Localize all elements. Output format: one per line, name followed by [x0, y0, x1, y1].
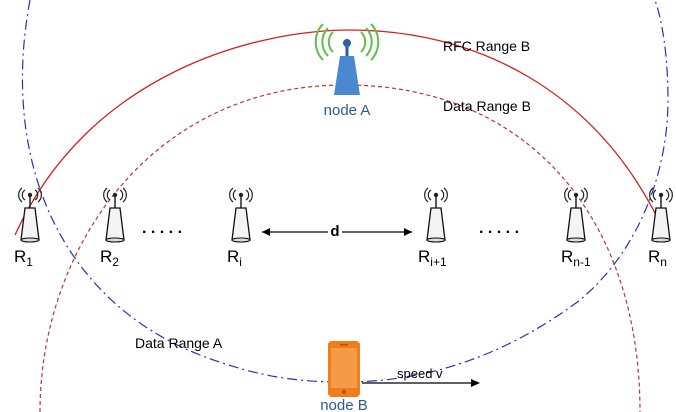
- relay-4-icon: [424, 187, 448, 243]
- relay-6-icon: [649, 187, 673, 243]
- speed-arrow: [362, 379, 480, 387]
- node-a-tower-icon: [314, 23, 380, 95]
- relay-4-label: Ri+1: [418, 247, 447, 269]
- rfc-range-b-arc: [14, 29, 669, 241]
- relay-6-label: Rn: [648, 247, 667, 269]
- relay-1-label: R1: [14, 247, 33, 269]
- rfc-range-b-label: RFC Range B: [443, 38, 530, 54]
- relay-5-icon: [564, 187, 588, 243]
- relay-3-label: Ri: [227, 247, 242, 269]
- node-b-label: node B: [320, 397, 368, 412]
- relay-2-icon: [103, 187, 127, 243]
- node-b-smartphone-icon: [328, 341, 360, 397]
- relay-1-icon: [18, 187, 42, 243]
- speed-label: speed v: [397, 366, 443, 381]
- data-range-a-circle: [21, 0, 669, 383]
- relay-5-label: Rn-1: [561, 247, 591, 269]
- relay-2-label: R2: [100, 247, 119, 269]
- distance-arrow: [262, 220, 412, 238]
- relay-3-icon: [229, 187, 253, 243]
- data-range-a-label: Data Range A: [135, 335, 223, 351]
- ellipsis-left: . . . . .: [142, 220, 182, 237]
- relay-row: R1 R2 Ri Ri+1 Rn-1 Rn: [14, 187, 673, 269]
- distance-label: d: [330, 223, 339, 240]
- ellipsis-right: . . . . .: [479, 220, 519, 237]
- node-a-label: node A: [324, 102, 371, 119]
- data-range-b-label: Data Range B: [443, 98, 531, 114]
